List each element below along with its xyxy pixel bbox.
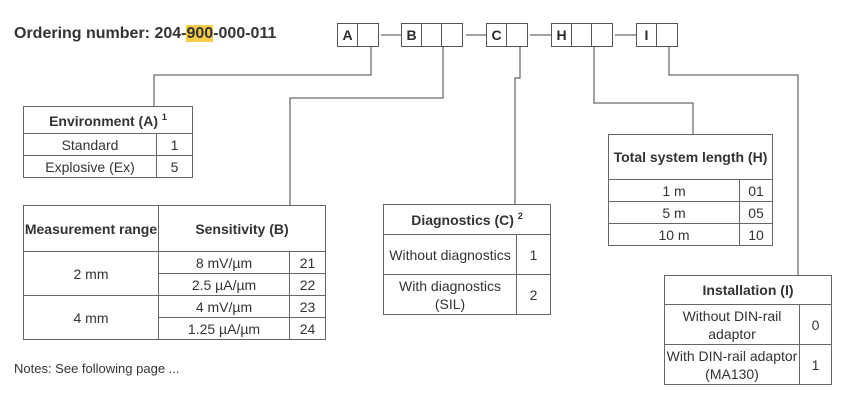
length-header: Total system length (H) [608,134,773,180]
environment-option-label: Explosive (Ex) [23,155,157,178]
diagnostics-title: Diagnostics (C) [411,212,514,228]
field-box-c: C [486,23,528,47]
installation-option-label: With DIN-rail adaptor (MA130) [664,344,800,385]
measurement-range-header: Measurement range [23,205,159,252]
installation-header: Installation (I) [664,275,832,305]
ordering-rest: -000-011 [213,25,277,42]
environment-option-code: 1 [156,133,193,156]
field-blank-h-1 [572,24,592,46]
environment-footnote: 1 [161,111,167,122]
line-i-installation [668,47,799,275]
ordering-number-label: Ordering number: 204-900-000-011 [14,25,276,43]
ordering-highlight: 900 [186,25,214,42]
table-row: 10 m 10 [608,223,773,246]
sensitivity-option-label: 2.5 µA/µm [158,273,290,296]
line-a-environment [153,47,372,106]
field-letter-h: H [552,24,572,46]
ordering-prefix: Ordering number: 204- [14,25,187,42]
field-box-i: I [636,23,678,47]
table-row: Without DIN-rail adaptor 0 [664,304,832,345]
diagnostics-table: Diagnostics (C) 2 Without diagnostics 1 … [383,204,551,315]
sensitivity-option-label: 1.25 µA/µm [158,317,290,340]
sensitivity-option-code: 23 [289,295,326,318]
length-option-code: 10 [739,223,773,246]
length-option-label: 5 m [608,201,740,224]
table-row: Standard 1 [23,133,193,156]
notes-text: Notes: See following page ... [14,361,180,376]
table-row: Without diagnostics 1 [383,234,551,275]
field-box-a: A [337,23,379,47]
length-option-label: 1 m [608,179,740,202]
installation-option-code: 0 [799,304,832,345]
diagnostics-option-code: 2 [516,274,551,315]
diagnostics-header: Diagnostics (C) 2 [383,204,551,235]
table-row: With diagnostics (SIL) 2 [383,274,551,315]
sensitivity-option-label: 4 mV/µm [158,295,290,318]
environment-table: Environment (A) 1 Standard 1 Explosive (… [23,106,193,178]
field-letter-i: I [637,24,657,46]
line-b-sensitivity [289,47,444,205]
sensitivity-option-code: 22 [289,273,326,296]
environment-option-code: 5 [156,155,193,178]
measurement-range-value: 2 mm [23,251,159,296]
table-row: 1 m 01 [608,179,773,202]
measurement-range-value: 4 mm [23,295,159,340]
table-row: 5 m 05 [608,201,773,224]
environment-header: Environment (A) 1 [23,106,193,134]
sensitivity-option-label: 8 mV/µm [158,251,290,274]
environment-title: Environment (A) [49,112,158,129]
field-letter-a: A [338,24,358,46]
length-option-label: 10 m [608,223,740,246]
table-row: Explosive (Ex) 5 [23,155,193,178]
field-box-h: H [551,23,613,47]
sensitivity-option-code: 21 [289,251,326,274]
table-row: 4 mm 4 mV/µm 23 [23,295,326,340]
length-table: Total system length (H) 1 m 01 5 m 05 10… [608,134,773,246]
length-option-code: 01 [739,179,773,202]
diagnostics-footnote: 2 [517,211,523,221]
line-h-length [593,47,694,134]
line-c-diagnostics [514,47,521,204]
table-row: 2 mm 8 mV/µm 21 [23,251,326,296]
field-box-b: B [401,23,463,47]
diagnostics-option-code: 1 [516,234,551,275]
sensitivity-option-code: 24 [289,317,326,340]
table-row: 1.25 µA/µm 24 [24,317,326,340]
installation-option-label: Without DIN-rail adaptor [664,304,800,345]
length-option-code: 05 [739,201,773,224]
installation-table: Installation (I) Without DIN-rail adapto… [664,275,832,385]
sensitivity-header: Sensitivity (B) [158,205,326,252]
installation-option-code: 1 [799,344,832,385]
environment-option-label: Standard [23,133,157,156]
field-blank-b-1 [422,24,442,46]
diagnostics-option-label: With diagnostics (SIL) [383,274,517,315]
field-letter-c: C [487,24,507,46]
sensitivity-table: Measurement range Sensitivity (B) 2 mm 8… [23,205,326,340]
field-letter-b: B [402,24,422,46]
diagnostics-option-label: Without diagnostics [383,234,517,275]
table-row: With DIN-rail adaptor (MA130) 1 [664,344,832,385]
